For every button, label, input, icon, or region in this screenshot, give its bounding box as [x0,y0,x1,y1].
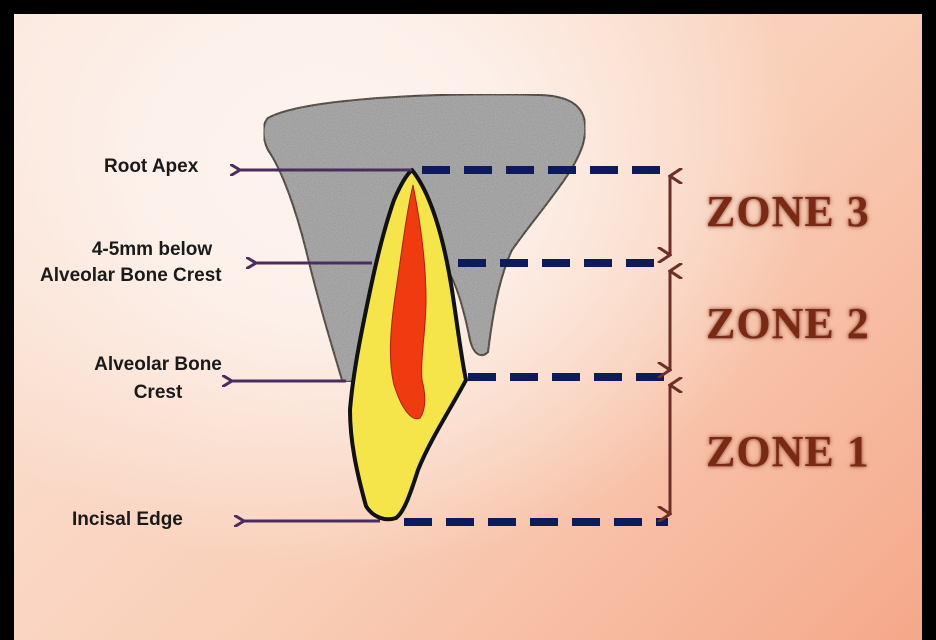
zone2-label: ZONE 2 [706,298,870,349]
root-apex-label: Root Apex [104,155,198,179]
crest-label-line2: Crest [68,381,248,405]
crest-label-line1: Alveolar Bone [68,353,248,377]
zone3-label: ZONE 3 [706,186,870,237]
incisal-edge-label: Incisal Edge [72,508,183,532]
below-crest-label-line1: 4-5mm below [52,238,252,262]
zone1-label: ZONE 1 [706,426,870,477]
crest-label: Alveolar Bone Crest [68,353,248,405]
below-crest-label: 4-5mm below Alveolar Bone Crest [40,238,288,288]
below-crest-label-line2: Alveolar Bone Crest [40,264,288,288]
